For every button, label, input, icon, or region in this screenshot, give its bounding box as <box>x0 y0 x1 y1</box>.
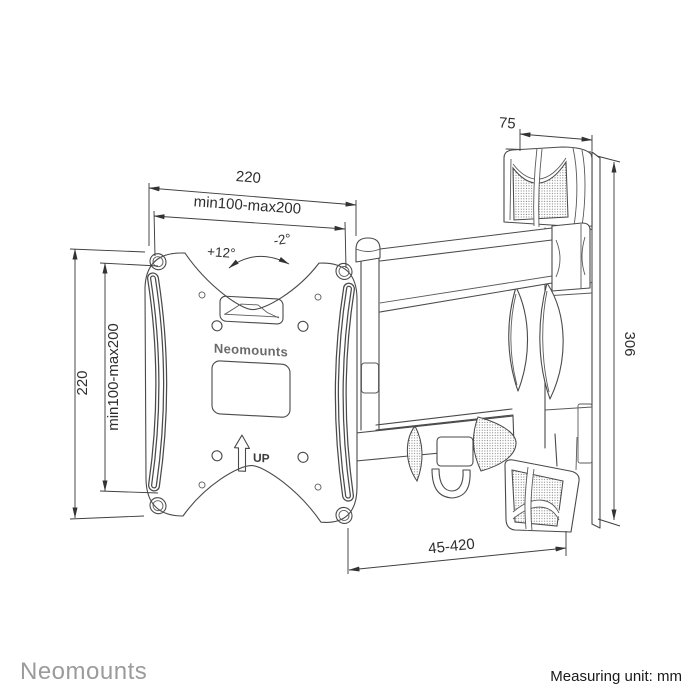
vesa-slot-left <box>147 272 168 492</box>
dim-label-depth: 75 <box>498 114 516 132</box>
wall-plate-bottom-cap <box>504 433 580 533</box>
clamp-hook <box>431 468 471 499</box>
dim-vesa-height: min100-max200 <box>99 262 159 494</box>
tv-clamp <box>355 408 517 499</box>
top-cap-mesh <box>512 160 569 221</box>
pivot-joint <box>355 237 381 431</box>
pivot-screw-cap <box>355 237 381 263</box>
dim-label-wall-height: 306 <box>621 331 638 356</box>
dim-label-tilt-down: -2° <box>273 231 293 249</box>
arm-links <box>508 282 564 400</box>
tilt-arc-icon <box>228 255 290 269</box>
up-arrow-icon <box>233 434 251 472</box>
dim-width-220: 220 <box>148 168 357 246</box>
dim-label-extension: 45-420 <box>427 536 475 558</box>
vesa-slot-right <box>334 282 355 502</box>
dim-height-306: 306 <box>596 155 638 527</box>
wall-plate-top-cap <box>503 146 593 228</box>
dim-label-left-vesa: min100-max200 <box>105 323 122 431</box>
brand-logo: Neomounts <box>20 658 148 685</box>
dim-height-220: 220 <box>69 248 146 520</box>
arm-wall-bracket <box>551 222 591 292</box>
cable-window <box>211 360 291 418</box>
arm-link-right <box>539 282 564 400</box>
handle-cutout <box>219 295 284 325</box>
dim-tilt: +12° -2° <box>207 231 293 269</box>
upper-arm <box>379 227 553 313</box>
inner-mounting-holes <box>198 291 322 491</box>
vesa-plate-outline <box>144 252 358 523</box>
dim-label-top-width: 220 <box>235 168 261 187</box>
corner-mounting-holes <box>149 253 353 524</box>
vesa-plate: Neomounts UP <box>144 252 358 524</box>
dim-depth-75: 75 <box>498 114 593 151</box>
plate-brand-label: Neomounts <box>214 341 288 360</box>
dim-extension-45-420: 45-420 <box>347 528 567 574</box>
dim-label-left-height: 220 <box>74 370 91 395</box>
arm-link-left <box>508 286 529 392</box>
up-label: UP <box>253 451 270 466</box>
dim-label-top-vesa: min100-max200 <box>193 193 301 217</box>
measuring-unit-note: Measuring unit: mm <box>550 668 682 685</box>
clamp-window <box>436 436 474 467</box>
wall-plate-slot-lower <box>577 403 593 464</box>
dim-label-tilt-up: +12° <box>207 244 236 261</box>
clamp-knob-left <box>406 425 423 483</box>
